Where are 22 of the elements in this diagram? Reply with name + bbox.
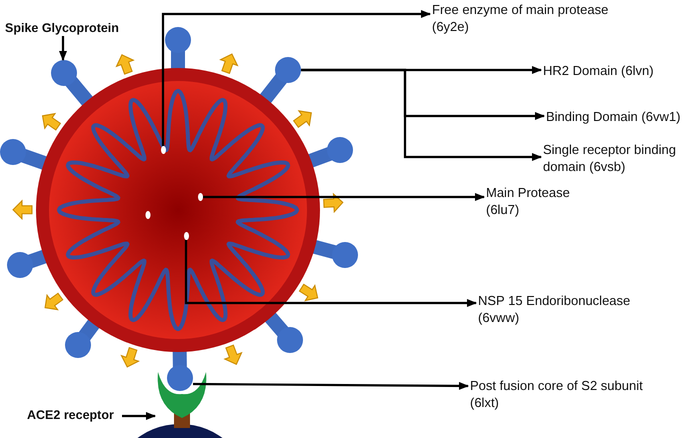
receptor-drawing [157,370,207,428]
callout-label: Single receptor binding domain (6vsb) [543,141,690,175]
spike-head [167,365,193,391]
leader-arrow [59,36,67,61]
callout-label: Spike Glycoprotein [5,20,140,37]
leader-arrow [203,193,485,201]
callout-label: Binding Domain (6vw1) [546,108,690,125]
callout-label: Main Protease (6lu7) [486,184,596,218]
callout-label: Post fusion core of S2 subunit (6lxt) [470,377,665,411]
callout-label: ACE2 receptor [27,407,122,424]
pointer-dot [184,232,189,240]
leader-arrow [193,382,469,390]
callout-label: HR2 Domain (6lvn) [543,62,688,79]
spike-head [275,57,301,83]
pointer-dot [198,193,203,201]
leader-arrow [301,68,542,161]
leader-arrow [122,412,156,420]
leader-arrow [184,240,477,307]
callout-label: Free enzyme of main protease (6y2e) [432,1,622,35]
pointer-dot [161,146,166,154]
spike-head [51,60,77,86]
callout-label: NSP 15 Endoribonuclease (6vww) [478,292,643,326]
